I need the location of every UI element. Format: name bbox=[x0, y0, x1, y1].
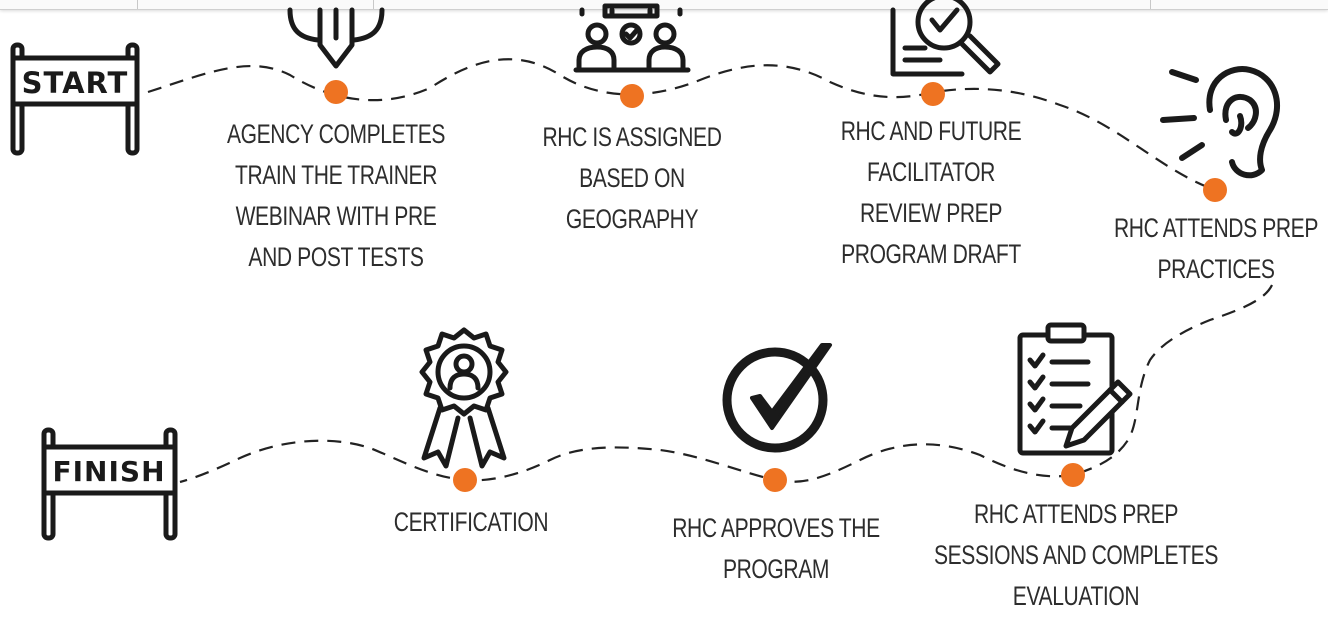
step-dot bbox=[1203, 178, 1227, 202]
step-dot bbox=[763, 468, 787, 492]
clipboard-checklist-icon bbox=[1017, 322, 1133, 456]
step-2-label: RHC IS ASSIGNED BASED ON GEOGRAPHY bbox=[542, 122, 722, 234]
award-ribbon-icon bbox=[419, 327, 509, 469]
start-sign bbox=[10, 42, 140, 156]
step-6-label: RHC APPROVES THE PROGRAM bbox=[672, 513, 880, 584]
ear-icon bbox=[1160, 66, 1281, 179]
step-dot bbox=[620, 84, 644, 108]
rocket-pencil-icon bbox=[287, 7, 385, 69]
start-sign-label: START bbox=[22, 66, 129, 100]
step-dot bbox=[324, 80, 348, 104]
step-dot bbox=[1061, 463, 1085, 487]
people-checkmark-icon bbox=[573, 3, 691, 73]
step-dots bbox=[324, 80, 1227, 492]
step-5-label: RHC ATTENDS PREP SESSIONS AND COMPLETES … bbox=[933, 499, 1218, 611]
finish-sign bbox=[41, 427, 178, 541]
step-7-label: CERTIFICATION bbox=[393, 507, 549, 537]
check-circle-icon bbox=[722, 343, 832, 453]
document-magnifier-icon bbox=[890, 0, 1001, 77]
finish-sign-label: FINISH bbox=[53, 455, 166, 488]
step-1-label: AGENCY COMPLETES TRAIN THE TRAINER WEBIN… bbox=[226, 119, 446, 272]
step-dot bbox=[453, 468, 477, 492]
step-4-label: RHC ATTENDS PREP PRACTICES bbox=[1113, 213, 1318, 284]
step-3-label: RHC AND FUTURE FACILITATOR REVIEW PREP P… bbox=[840, 116, 1022, 269]
dashed-route-right bbox=[1072, 284, 1273, 477]
window-top-edge bbox=[0, 0, 1328, 10]
step-dot bbox=[921, 82, 945, 106]
dashed-route-bottom bbox=[179, 439, 1074, 484]
